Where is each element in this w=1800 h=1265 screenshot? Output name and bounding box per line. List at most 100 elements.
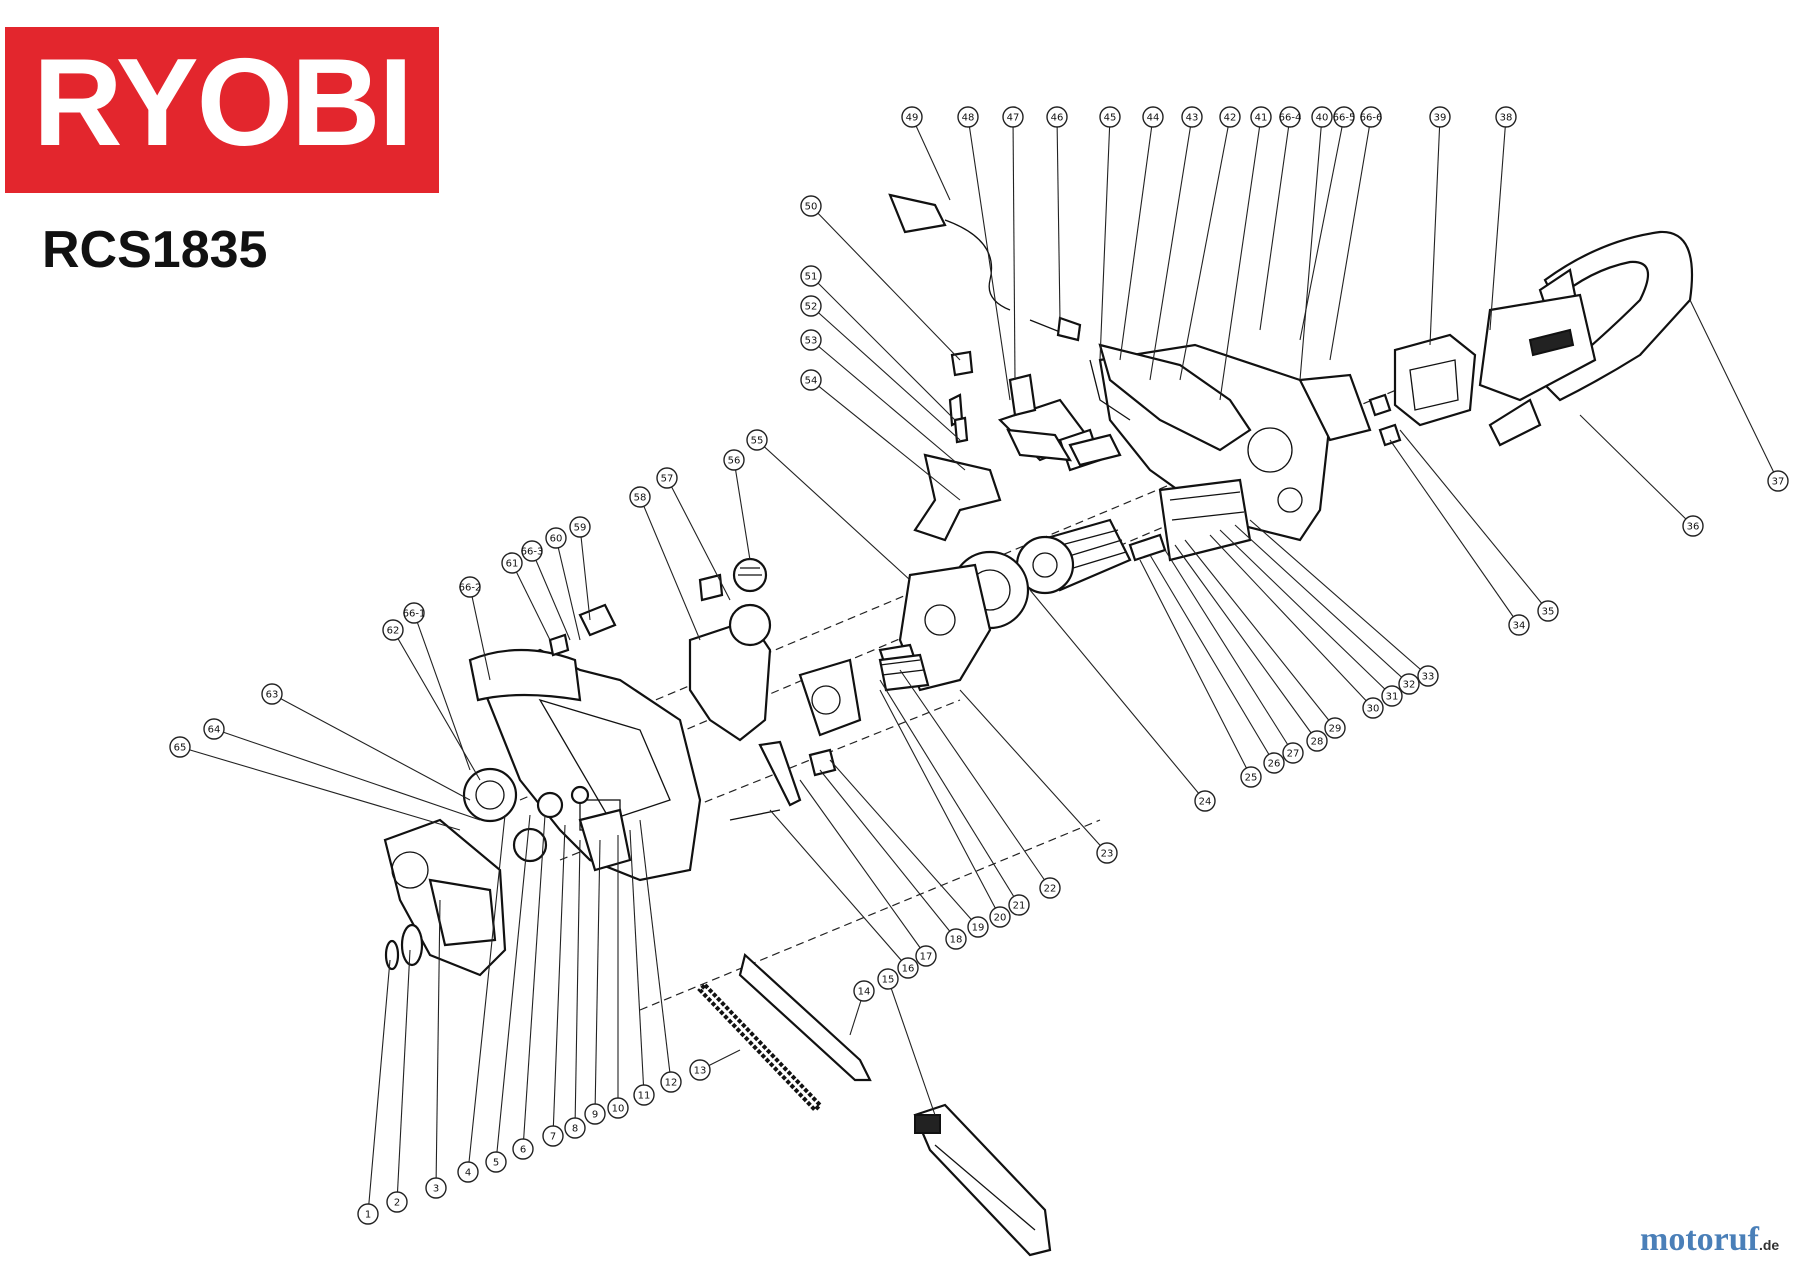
callout-circle-24	[1194, 790, 1216, 812]
callout-34: 34	[1508, 614, 1530, 636]
callout-number-44: 44	[1147, 113, 1160, 124]
leader-line-36	[1579, 414, 1694, 527]
callout-number-4: 4	[465, 1168, 471, 1179]
callout-circle-31	[1381, 685, 1403, 707]
callout-circle-66-6	[1360, 106, 1382, 128]
saw-chain	[697, 982, 823, 1113]
brand-logo: RYOBI	[5, 27, 439, 193]
callout-circle-30	[1362, 697, 1384, 719]
leader-line-62	[392, 629, 481, 781]
callout-3: 3	[425, 1177, 447, 1199]
leader-line-48	[967, 116, 1011, 401]
callout-49: 49	[901, 106, 923, 128]
callout-circle-7	[542, 1125, 564, 1147]
callout-number-60: 60	[550, 534, 563, 545]
callout-27: 27	[1282, 742, 1304, 764]
callout-circle-45	[1099, 106, 1121, 128]
leader-line-66-4	[1259, 116, 1291, 331]
leader-line-26	[1149, 554, 1275, 764]
callout-number-31: 31	[1386, 692, 1399, 703]
callout-circle-46	[1046, 106, 1068, 128]
callout-number-19: 19	[972, 923, 985, 934]
callout-number-6: 6	[520, 1145, 526, 1156]
callout-66-6: 66-6	[1360, 106, 1382, 128]
callout-number-15: 15	[882, 975, 895, 986]
leader-line-7	[552, 824, 566, 1137]
callout-17: 17	[915, 945, 937, 967]
callout-24: 24	[1194, 790, 1216, 812]
callout-number-59: 59	[574, 523, 587, 534]
leader-line-44	[1119, 116, 1154, 361]
callout-38: 38	[1495, 106, 1517, 128]
leader-line-34	[1389, 439, 1520, 626]
callout-62: 62	[382, 619, 404, 641]
callout-number-2: 2	[394, 1198, 400, 1209]
callout-circle-2	[386, 1191, 408, 1213]
callout-number-58: 58	[634, 493, 647, 504]
callout-number-17: 17	[920, 952, 933, 963]
callout-circle-25	[1240, 766, 1262, 788]
callout-circle-58	[629, 486, 651, 508]
callout-circle-66-4	[1279, 106, 1301, 128]
callout-58: 58	[629, 486, 651, 508]
callout-circle-34	[1508, 614, 1530, 636]
callout-59: 59	[569, 516, 591, 538]
callout-circle-65	[169, 736, 191, 758]
tension-knob	[384, 767, 518, 971]
callout-53: 53	[800, 329, 822, 351]
callout-number-41: 41	[1255, 113, 1268, 124]
callout-35: 35	[1537, 600, 1559, 622]
callout-12: 12	[660, 1071, 682, 1093]
trigger	[913, 416, 1002, 542]
leader-line-66-6	[1329, 116, 1372, 361]
callout-47: 47	[1002, 106, 1024, 128]
leader-line-60	[555, 537, 581, 641]
leader-line-3	[435, 899, 441, 1189]
leader-line-21	[879, 679, 1020, 906]
callout-circle-21	[1008, 894, 1030, 916]
leader-line-23	[959, 689, 1108, 854]
switch-parts	[948, 350, 1122, 467]
callout-circle-22	[1039, 877, 1061, 899]
callout-number-14: 14	[858, 987, 871, 998]
callout-circle-43	[1181, 106, 1203, 128]
callout-number-36: 36	[1687, 522, 1700, 533]
callout-circle-29	[1324, 717, 1346, 739]
callout-circle-11	[633, 1084, 655, 1106]
leader-line-6	[522, 814, 546, 1150]
callout-circle-66-5	[1333, 106, 1355, 128]
callout-63: 63	[261, 683, 283, 705]
callout-66-2: 66-2	[459, 576, 481, 598]
callout-circle-64	[203, 718, 225, 740]
callout-circle-54	[800, 369, 822, 391]
oil-tank	[688, 557, 772, 742]
callout-52: 52	[800, 295, 822, 317]
callout-circle-49	[901, 106, 923, 128]
callout-circle-59	[569, 516, 591, 538]
callout-66-4: 66-4	[1279, 106, 1301, 128]
callout-number-66-3: 66-3	[521, 547, 544, 558]
callout-circle-8	[564, 1117, 586, 1139]
callout-number-10: 10	[612, 1104, 625, 1115]
callout-29: 29	[1324, 717, 1346, 739]
callout-2: 2	[386, 1191, 408, 1213]
leader-line-59	[579, 526, 591, 621]
callout-23: 23	[1096, 842, 1118, 864]
callout-number-61: 61	[506, 559, 519, 570]
callout-number-29: 29	[1329, 724, 1342, 735]
brand-logo-text: RYOBI	[32, 34, 413, 172]
callout-number-27: 27	[1287, 749, 1300, 760]
callout-number-12: 12	[665, 1078, 678, 1089]
callout-25: 25	[1240, 766, 1262, 788]
callout-64: 64	[203, 718, 225, 740]
model-number: RCS1835	[42, 221, 268, 279]
callout-19: 19	[967, 916, 989, 938]
callout-30: 30	[1362, 697, 1384, 719]
callout-5: 5	[485, 1151, 507, 1173]
watermark-text: motoruf	[1640, 1221, 1759, 1258]
callout-circle-39	[1429, 106, 1451, 128]
leader-line-66-5	[1299, 116, 1345, 341]
leader-line-64	[213, 728, 481, 821]
callout-circle-44	[1142, 106, 1164, 128]
callout-number-8: 8	[572, 1124, 578, 1135]
